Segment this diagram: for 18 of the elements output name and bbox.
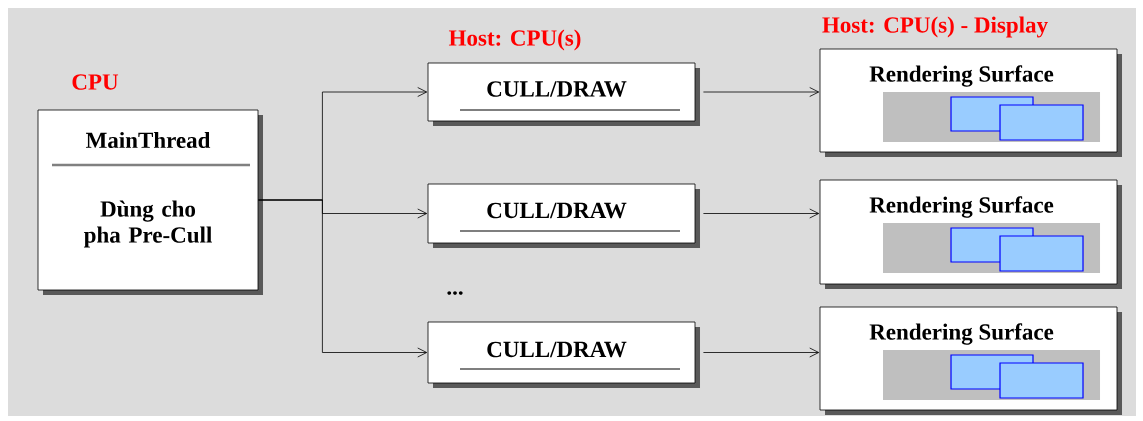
process-box [427, 321, 700, 388]
arrow [703, 87, 820, 97]
thread-box [37, 109, 263, 295]
process-label: CULL/DRAW [487, 202, 627, 219]
heading-text: MainThread [86, 131, 211, 149]
surface-label: Rendering Surface [869, 65, 1054, 87]
process-label: CULL/DRAW [487, 341, 627, 358]
surface-label: Rendering Surface [869, 196, 1054, 218]
ellipsis: ... [447, 291, 463, 295]
arrow [258, 199, 428, 358]
process-box [427, 62, 700, 126]
section-heading: CPU [72, 74, 119, 90]
body-text: Dùng cho pha Pre-Cull [84, 200, 212, 248]
process-box [427, 183, 700, 248]
surface-label: Rendering Surface [869, 323, 1054, 345]
arrow [703, 347, 820, 358]
process-label: CULL/DRAW [487, 81, 627, 97]
arrow [703, 208, 820, 219]
